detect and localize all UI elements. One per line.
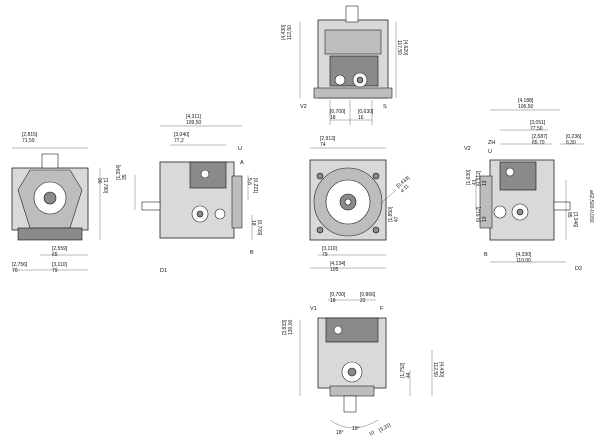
center-left-width-inner: [3,040]77,2 (174, 132, 190, 144)
right-view: [4,188]106,50 [3,051]77,50 [2,587]65,70 … (464, 98, 594, 272)
center-left-shaft (141, 201, 161, 211)
center-bolt-3 (316, 226, 324, 234)
bottom-width-left: [0,700]18 (330, 292, 346, 304)
right-label-u: U (488, 149, 492, 155)
center-left-height-right: [0,221]5,6 (246, 178, 258, 194)
right-label-zh: ZH (488, 140, 495, 146)
bottom-port-v1 (333, 325, 343, 335)
left-view-width-bottom-right: [3,110]79 (52, 262, 68, 274)
top-view-width-right: [0,630]16 (358, 109, 374, 121)
bottom-height-inner: [1,752]44 (400, 362, 412, 378)
left-view-height-right: [3,780]96 (96, 178, 108, 194)
right-bottom-width: [4,330]110,00 (516, 252, 532, 264)
right-port-b (493, 205, 507, 219)
center-bolt-1 (316, 172, 324, 180)
bottom-port-main-core (347, 367, 357, 377)
bottom-dim-a: 10 (368, 430, 376, 438)
left-view-width-bottom-left: [2,756]70 (12, 262, 28, 274)
right-height-left: [1,630]41 (466, 169, 478, 185)
center-width-bottom: [4,134]105 (330, 261, 346, 273)
right-valve (499, 161, 537, 191)
left-view-inner-bottom: [2,559]65 (52, 246, 68, 258)
right-width-c: [0,236]6,30 (566, 134, 582, 146)
center-left-port-u (200, 169, 210, 179)
bottom-angle-arc (329, 419, 379, 429)
top-view-shaft (345, 5, 359, 23)
right-port-main-core (516, 208, 524, 216)
center-bolt-4 (372, 226, 380, 234)
right-shaft (553, 201, 571, 211)
top-view: [4,430]112,50 [4,620]117,50 [0,700]18 [0… (281, 5, 408, 125)
center-left-end-flange (231, 175, 243, 229)
top-view-head (324, 29, 382, 55)
bottom-height-left: [3,833]130,00 (282, 319, 294, 335)
right-label-d2: D2 (575, 266, 582, 272)
center-left-label-d1: D1 (160, 268, 167, 274)
top-view-port-left (334, 74, 346, 86)
center-dia-label: [0,433]⌀ 11 (395, 175, 415, 194)
top-view-flange (313, 87, 393, 99)
center-left-label-u: U (238, 146, 242, 152)
center-left-label-b: B (250, 250, 254, 256)
center-width-top: [2,913]74 (320, 136, 336, 148)
center-left-height-low: [0,709]18 (250, 220, 262, 236)
bottom-width-right: [0,866]22 (360, 292, 376, 304)
center-left-port-main-core (196, 210, 204, 218)
bottom-label-f: F (380, 306, 384, 312)
right-width-top: [4,188]106,50 (518, 98, 534, 110)
top-view-port-center-core (356, 76, 364, 84)
bottom-shaft (343, 395, 357, 413)
right-label-v2: V2 (464, 146, 471, 152)
right-width-a: [3,051]77,50 (530, 120, 546, 132)
center-view: [2,913]74 [0,433]⌀ 11 [1,850]47 [3,110]7… (309, 136, 415, 273)
bottom-angle-a: 18° (336, 430, 344, 436)
left-view-top-port (41, 153, 59, 169)
center-bolt-2 (372, 172, 380, 180)
bottom-view: [0,700]18 [0,866]22 V1 F [3,833]130,00 [… (282, 292, 444, 438)
right-height-low: [0,512]13 (476, 206, 488, 222)
left-view-width-top: [2,815]71,50 (22, 132, 38, 144)
top-view-height-main: [4,430]112,50 (281, 24, 293, 40)
right-height-right: [3,346]85 (566, 212, 578, 228)
right-port-zh (505, 167, 515, 177)
top-view-width-left: [0,700]18 (330, 109, 346, 121)
bottom-angle-b: 19° (352, 426, 360, 432)
right-end-flange (479, 175, 493, 229)
bottom-height-right: [4,430]112,50 (432, 362, 444, 378)
right-height-mid: [0,512]13 (476, 170, 488, 186)
right-width-b: [2,587]65,70 (532, 134, 548, 146)
top-view-height-inner: [4,620]117,50 (396, 40, 408, 56)
center-height-side: [1,850]47 (388, 206, 400, 222)
right-dia-vert: ⌀62,500-0,030 (588, 190, 594, 223)
left-view-bore-core (43, 191, 57, 205)
right-label-b: B (484, 252, 488, 258)
center-left-label-a: A (240, 160, 244, 166)
center-left-width-top: [4,311]109,50 (186, 114, 202, 126)
center-left-height-left: [1,394]35 (116, 164, 128, 180)
top-view-label-s: S (383, 104, 387, 110)
bottom-dim-b: [3,31] (378, 422, 392, 434)
center-width-inner: [3,110]79 (322, 246, 338, 258)
center-left-port-side (214, 208, 226, 220)
left-view: [2,815]71,50 [3,780]96 [2,559]65 [2,756]… (11, 132, 108, 274)
center-left-view: [4,311]109,50 [3,040]77,2 [1,394]35 [0,2… (116, 114, 262, 274)
left-view-base (17, 227, 83, 241)
top-view-label-v2: V2 (300, 104, 307, 110)
bottom-flange (329, 385, 375, 397)
bottom-label-v1: V1 (310, 306, 317, 312)
center-shaft-hole (344, 198, 352, 206)
